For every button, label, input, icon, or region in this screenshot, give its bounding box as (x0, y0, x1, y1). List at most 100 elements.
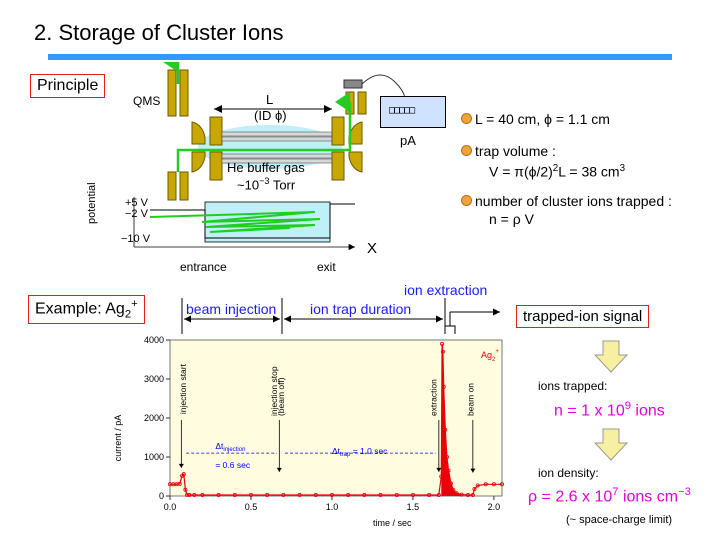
data-point (410, 493, 415, 498)
ions-trapped-heading: ions trapped: (538, 379, 608, 393)
dt-trap-sub: trap (340, 452, 351, 458)
down-arrow-icon (594, 340, 628, 373)
voltage-minus2: −2 V (125, 208, 148, 220)
picoammeter: □□□□□ (380, 96, 446, 128)
title-underline (48, 54, 672, 60)
bullet-icon (461, 113, 472, 124)
beam-off-label: (beam off) (276, 377, 286, 416)
fact-count-heading: number of cluster ions trapped : (475, 193, 672, 209)
fact-volume-heading: trap volume : (475, 143, 556, 159)
data-point (329, 493, 334, 498)
detector-rod-right (357, 91, 367, 115)
data-point (448, 481, 453, 486)
entrance-lens-top (191, 121, 206, 145)
detector-cable (361, 74, 406, 101)
data-point (440, 341, 445, 346)
trapped-ion-signal-box: trapped-ion signal (516, 305, 650, 328)
data-point (265, 493, 270, 498)
exit-lens-bottom (348, 151, 363, 173)
dt-trap-value: = 1.0 sec (350, 446, 388, 456)
chart-legend-label: Ag2+ (481, 349, 499, 363)
data-point (499, 482, 504, 487)
x-tick-label: 0.5 (245, 502, 258, 512)
ions-trapped-value: n = 1 x 109 ions (554, 400, 665, 420)
data-point (192, 493, 197, 498)
ion-density-heading: ion density: (538, 466, 599, 480)
injection-stop-arrow-head (276, 467, 282, 472)
data-point (313, 493, 318, 498)
dt-injection-value: = 0.6 sec (215, 460, 250, 470)
potential-axis-label: potential (86, 182, 98, 224)
data-point (181, 472, 186, 477)
extraction-peak-fill (441, 343, 462, 496)
extraction-label: extraction (428, 379, 438, 416)
detector-plate (343, 79, 363, 89)
exit-electrode-bottom (331, 151, 345, 181)
data-point (440, 349, 445, 354)
entrance-lens-bottom (191, 151, 206, 173)
data-point (200, 493, 205, 498)
principle-label: Principle (30, 74, 106, 98)
x-axis-symbol: X (367, 240, 378, 257)
data-point (454, 491, 459, 496)
extraction-arrow-head (436, 467, 442, 472)
qms-rod-bottom-right (179, 171, 189, 201)
trap-rod-2 (221, 136, 333, 142)
inner-diameter-label: (ID ϕ) (254, 108, 287, 123)
phase-timeline (181, 298, 500, 334)
qms-label: QMS (133, 94, 161, 108)
beam-on-label: beam on (466, 383, 476, 416)
data-point (475, 483, 480, 488)
data-point (470, 493, 475, 498)
data-point (459, 492, 464, 497)
trap-apparatus-diagram (133, 62, 406, 251)
data-point (451, 488, 456, 493)
y-tick-label: 3000 (144, 374, 164, 384)
data-point (491, 482, 496, 487)
y-tick-label: 4000 (144, 335, 164, 345)
y-tick-label: 2000 (144, 413, 164, 423)
x-axis-label: time / sec (373, 518, 412, 528)
potential-profile (150, 203, 355, 239)
data-point (232, 493, 237, 498)
y-axis-label: current / pA (113, 415, 123, 462)
voltage-plus5: +5 V (125, 197, 148, 209)
data-point (362, 493, 367, 498)
x-tick-label: 2.0 (488, 502, 501, 512)
trap-rod-3 (221, 153, 333, 159)
qms-rod-top-right (179, 69, 189, 117)
plot-area (169, 339, 503, 497)
entrance-electrode-top (209, 116, 223, 146)
data-point (472, 486, 477, 491)
beam-on-arrow-head (470, 468, 476, 473)
ion-extraction-label: ion extraction (404, 282, 488, 298)
data-point (183, 487, 188, 492)
fact-volume-formula: V = π(ϕ/2)2L = 38 cm3 (489, 163, 626, 180)
beam-injection-label: beam injection (186, 301, 277, 317)
data-point (216, 493, 221, 498)
data-point (483, 482, 488, 487)
slide-title: 2. Storage of Cluster Ions (34, 20, 284, 45)
data-point (297, 493, 302, 498)
fact-dimensions: L = 40 cm, ϕ = 1.1 cm (475, 111, 610, 127)
qms-rod-top-left (167, 69, 177, 117)
ion-oscillation-trace (149, 211, 321, 233)
injection-start-label: injection start (178, 363, 188, 414)
qms-rod-bottom-left (167, 171, 177, 201)
x-tick-label: 1.5 (407, 502, 420, 512)
data-point (465, 493, 470, 498)
ion-path-arrow (176, 92, 352, 172)
data-point (441, 384, 446, 389)
y-tick-label: 0 (159, 491, 164, 501)
data-point (427, 493, 432, 498)
example-label: Example: Ag2+ (28, 295, 145, 324)
x-tick-label: 1.0 (326, 502, 339, 512)
entrance-electrode-bottom (209, 151, 223, 181)
buffer-gas-label: He buffer gas (227, 160, 305, 175)
current-series-line (170, 343, 502, 496)
data-point (378, 493, 383, 498)
data-point (443, 427, 448, 432)
data-point (446, 468, 451, 473)
buffer-gas-pressure: ~10−3 Torr (237, 176, 296, 193)
